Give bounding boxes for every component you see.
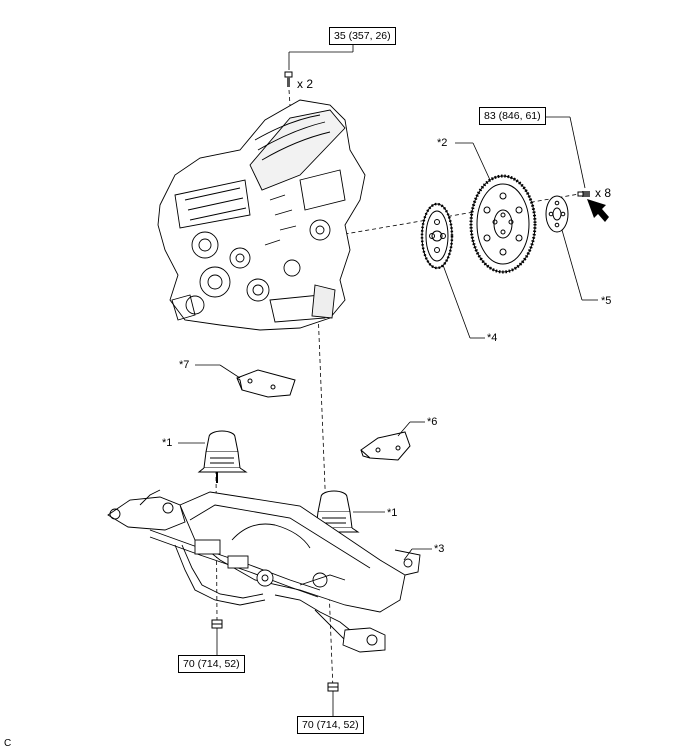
callout-7: *7 [179,359,190,371]
spacer-plate [545,195,569,233]
engine-mount-bracket-left [236,369,296,398]
torque-spec-top-bolts: 35 (357, 26) [329,27,396,45]
figure-code: C [4,738,12,749]
leader-lines [178,44,598,717]
engine-mount-left [197,430,248,483]
engine-assembly [157,99,366,331]
torque-spec-flywheel-bolts: 83 (846, 61) [479,107,546,125]
callout-6: *6 [427,416,438,428]
top-bolt [284,71,293,87]
callout-1-left: *1 [162,437,173,449]
callout-5: *5 [601,295,612,307]
flywheel [469,174,537,274]
engine-mount-bracket-right [360,431,411,461]
flywheel-bolt [577,191,590,197]
quantity-flywheel-bolts: x 8 [595,186,612,200]
callout-2: *2 [437,137,448,149]
direction-arrow-icon [587,199,609,222]
drive-plate [420,202,454,270]
suspension-crossmember [107,489,421,653]
torque-spec-bottom-nut: 70 (714, 52) [297,716,364,734]
torque-spec-left-nut: 70 (714, 52) [178,655,245,673]
nut-left [211,619,223,629]
callout-4: *4 [487,332,498,344]
nut-bottom [327,682,339,692]
quantity-top-bolts: x 2 [297,77,314,91]
callout-3: *3 [434,543,445,555]
callout-1-right: *1 [387,507,398,519]
